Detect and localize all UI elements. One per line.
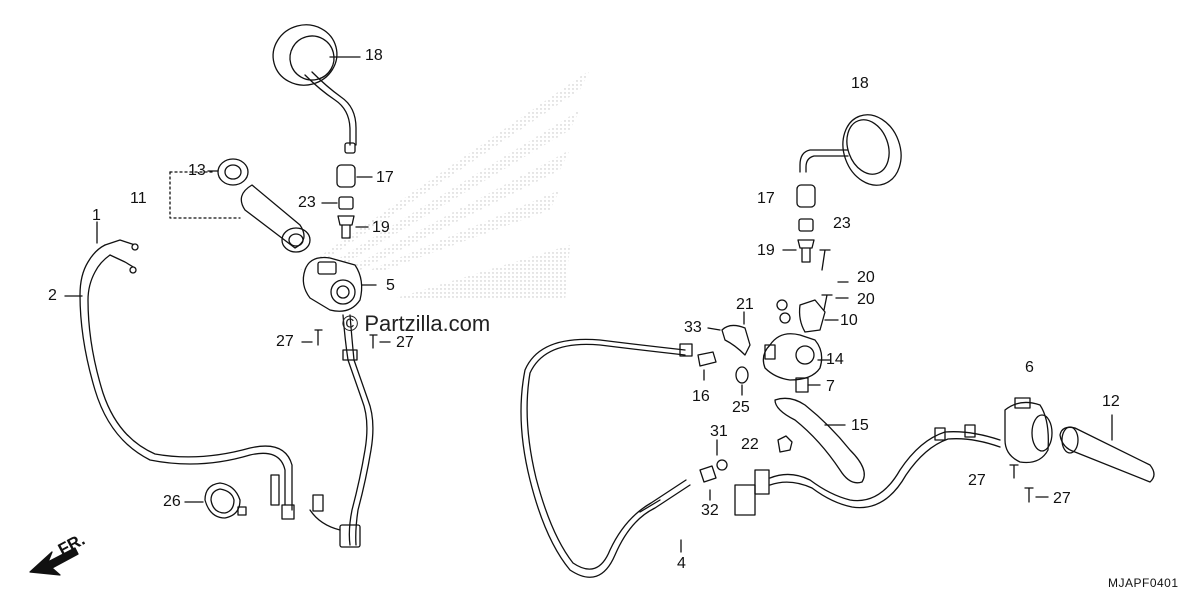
cable-adjuster-nut bbox=[699, 465, 717, 483]
clutch-lever-holder bbox=[798, 299, 826, 333]
lever-nut bbox=[777, 435, 793, 453]
callout-7: 7 bbox=[826, 378, 835, 395]
callout-12: 12 bbox=[1102, 393, 1120, 410]
callout-18-right: 18 bbox=[851, 75, 869, 92]
lever-washer bbox=[735, 366, 749, 384]
throttle-cables bbox=[79, 239, 295, 520]
callout-20-a: 20 bbox=[857, 269, 875, 286]
clutch-cable bbox=[520, 338, 693, 578]
callout-23-right: 23 bbox=[833, 215, 851, 232]
callout-16: 16 bbox=[692, 388, 710, 405]
callout-15: 15 bbox=[851, 417, 869, 434]
callout-23-left: 23 bbox=[298, 194, 316, 211]
right-switch-screw-a bbox=[1009, 464, 1019, 479]
callout-17-right: 17 bbox=[757, 190, 775, 207]
callout-6: 6 bbox=[1025, 359, 1034, 376]
clutch-holder-screw-b bbox=[821, 294, 833, 311]
left-mirror-adapter bbox=[337, 215, 355, 239]
callout-27-c: 27 bbox=[968, 472, 986, 489]
leader-line bbox=[707, 327, 721, 331]
left-switch-harness bbox=[342, 314, 368, 546]
clutch-lever-bracket bbox=[762, 333, 823, 381]
callout-32: 32 bbox=[701, 502, 719, 519]
callout-19-left: 19 bbox=[372, 219, 390, 236]
callout-22: 22 bbox=[741, 436, 759, 453]
leader-bracket bbox=[169, 171, 241, 219]
callout-11: 11 bbox=[130, 190, 147, 207]
holder-bolt-b bbox=[779, 312, 791, 324]
holder-bolt-a bbox=[776, 299, 788, 311]
right-mirror-adapter bbox=[797, 239, 815, 263]
callout-1: 1 bbox=[92, 207, 101, 224]
cable-band bbox=[204, 482, 247, 519]
left-mirror bbox=[272, 24, 357, 154]
callout-4: 4 bbox=[677, 555, 686, 572]
callout-10: 10 bbox=[840, 312, 858, 329]
callout-2: 2 bbox=[48, 287, 57, 304]
left-switch-screw-b bbox=[369, 334, 378, 349]
front-arrow-icon bbox=[29, 547, 79, 576]
callout-33: 33 bbox=[684, 319, 702, 336]
right-mirror bbox=[799, 114, 902, 186]
callout-14: 14 bbox=[826, 351, 844, 368]
clutch-switch-cover bbox=[721, 324, 751, 356]
clutch-holder-screw-a bbox=[819, 249, 831, 271]
clutch-cable-end bbox=[697, 351, 717, 367]
left-switch-screw-a bbox=[314, 329, 323, 346]
throttle-grip bbox=[240, 184, 311, 253]
left-mirror-cover bbox=[336, 164, 356, 188]
right-mirror-cover bbox=[796, 184, 816, 208]
callout-20-b: 20 bbox=[857, 291, 875, 308]
diagram-code: MJAPF0401 bbox=[1108, 576, 1179, 590]
right-grip bbox=[1059, 426, 1155, 483]
right-switch-screw-b bbox=[1024, 487, 1034, 503]
right-mirror-nut bbox=[798, 218, 814, 232]
callout-27-a: 27 bbox=[276, 333, 294, 350]
callout-26: 26 bbox=[163, 493, 181, 510]
callout-27-d: 27 bbox=[1053, 490, 1071, 507]
throttle-grip-ring bbox=[217, 158, 249, 186]
callout-17-left: 17 bbox=[376, 169, 394, 186]
left-mirror-nut bbox=[338, 196, 354, 210]
honda-wing-logo bbox=[300, 70, 590, 300]
callout-18-left: 18 bbox=[365, 47, 383, 64]
callout-21: 21 bbox=[736, 296, 754, 313]
cable-adjuster-washer bbox=[716, 459, 728, 471]
callout-5: 5 bbox=[386, 277, 395, 294]
clutch-lever bbox=[774, 397, 865, 484]
right-handlebar-switch bbox=[1004, 397, 1053, 464]
callout-25: 25 bbox=[732, 399, 750, 416]
callout-27-b: 27 bbox=[396, 334, 414, 351]
partzilla-watermark: © Partzilla.com bbox=[342, 311, 491, 336]
callout-19-right: 19 bbox=[757, 242, 775, 259]
callout-13: 13 bbox=[188, 162, 206, 179]
left-handlebar-switch bbox=[302, 256, 363, 312]
callout-31: 31 bbox=[710, 423, 728, 440]
left-harness-connector bbox=[339, 524, 361, 548]
clutch-switch-connector bbox=[734, 424, 1001, 516]
